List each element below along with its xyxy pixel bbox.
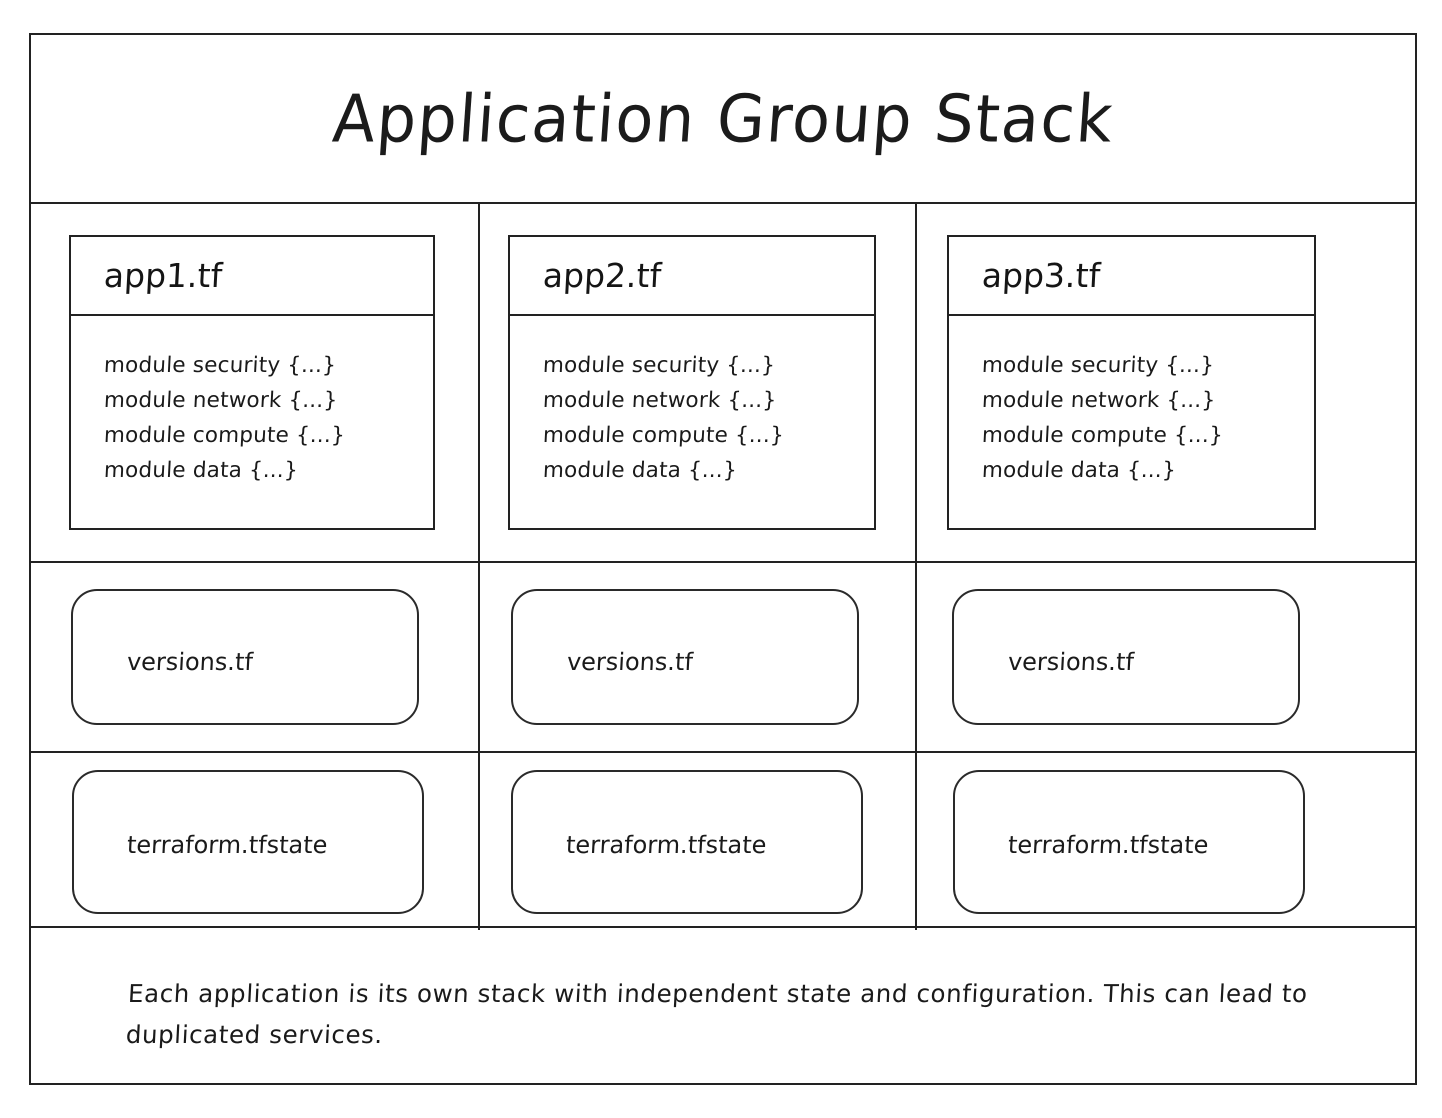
column-app1: app1.tf module security {...} module net… (31, 204, 480, 561)
state-file-label: terraform.tfstate (565, 830, 768, 859)
versions-file-label: versions.tf (1007, 648, 1135, 676)
versions-file-label: versions.tf (126, 648, 254, 676)
versions-file-box[interactable]: versions.tf (71, 589, 419, 725)
state-file-label: terraform.tfstate (1007, 830, 1210, 859)
module-line: module data {...} (542, 458, 738, 483)
app-file-card-header: app1.tf (71, 237, 433, 316)
row-versions-files: versions.tf versions.tf versions.tf (31, 563, 1415, 753)
module-line: module network {...} (981, 388, 1217, 413)
column-state-1: terraform.tfstate (31, 753, 480, 930)
column-state-2: terraform.tfstate (480, 753, 917, 930)
column-app2: app2.tf module security {...} module net… (480, 204, 917, 561)
module-line: module compute {...} (103, 423, 346, 448)
module-line: module data {...} (103, 458, 299, 483)
app-file-name: app1.tf (102, 256, 224, 295)
app-file-card-body: module security {...} module network {..… (71, 316, 433, 528)
module-line: module security {...} (981, 353, 1215, 378)
page-title: Application Group Stack (329, 79, 1117, 158)
module-line: module compute {...} (981, 423, 1224, 448)
title-band: Application Group Stack (31, 35, 1415, 204)
app-file-card-body: module security {...} module network {..… (949, 316, 1314, 528)
diagram-frame: Application Group Stack app1.tf module s… (29, 33, 1417, 1085)
diagram-grid: app1.tf module security {...} module net… (31, 204, 1415, 930)
row-state-files: terraform.tfstate terraform.tfstate terr… (31, 753, 1415, 930)
versions-file-label: versions.tf (566, 648, 694, 676)
column-versions-1: versions.tf (31, 563, 480, 751)
module-line: module security {...} (103, 353, 337, 378)
module-line: module security {...} (542, 353, 776, 378)
column-versions-3: versions.tf (917, 563, 1415, 751)
app-file-name: app3.tf (980, 256, 1102, 295)
app-file-card[interactable]: app1.tf module security {...} module net… (69, 235, 435, 530)
app-file-card-header: app2.tf (510, 237, 874, 316)
footer-band: Each application is its own stack with i… (31, 926, 1415, 1083)
module-line: module data {...} (981, 458, 1177, 483)
footer-note: Each application is its own stack with i… (125, 979, 1309, 1049)
app-file-name: app2.tf (541, 256, 663, 295)
versions-file-box[interactable]: versions.tf (952, 589, 1300, 725)
app-file-card[interactable]: app3.tf module security {...} module net… (947, 235, 1316, 530)
column-app3: app3.tf module security {...} module net… (917, 204, 1415, 561)
state-file-box[interactable]: terraform.tfstate (72, 769, 424, 914)
app-file-card[interactable]: app2.tf module security {...} module net… (508, 235, 876, 530)
module-line: module network {...} (542, 388, 778, 413)
app-file-card-body: module security {...} module network {..… (510, 316, 874, 528)
module-line: module compute {...} (542, 423, 785, 448)
state-file-box[interactable]: terraform.tfstate (953, 769, 1305, 914)
module-line: module network {...} (103, 388, 339, 413)
state-file-label: terraform.tfstate (126, 830, 329, 859)
row-app-files: app1.tf module security {...} module net… (31, 204, 1415, 563)
column-versions-2: versions.tf (480, 563, 917, 751)
column-state-3: terraform.tfstate (917, 753, 1415, 930)
versions-file-box[interactable]: versions.tf (511, 589, 859, 725)
app-file-card-header: app3.tf (949, 237, 1314, 316)
state-file-box[interactable]: terraform.tfstate (511, 769, 863, 914)
